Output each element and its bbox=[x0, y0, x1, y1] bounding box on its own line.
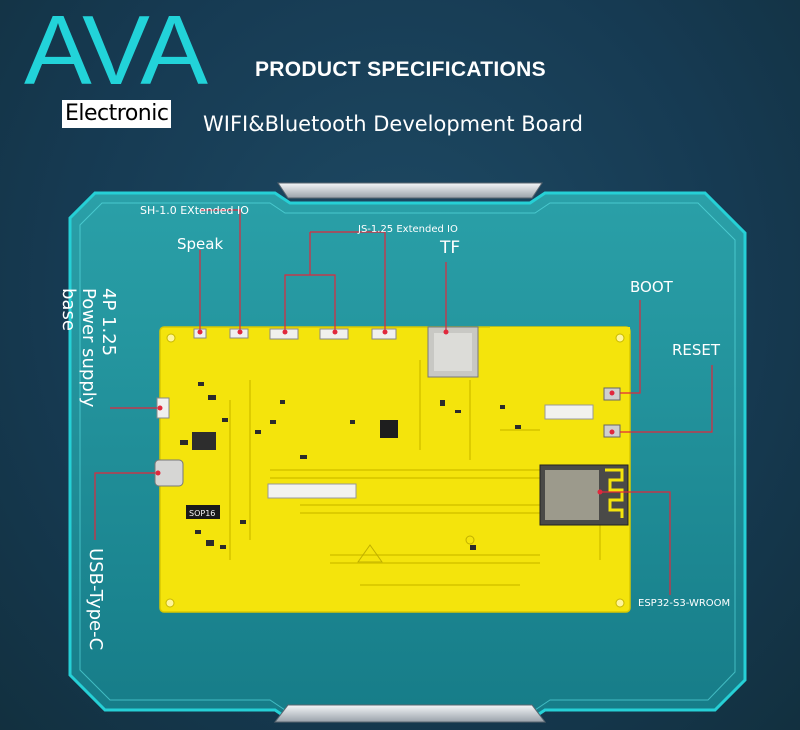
inner-frame-line bbox=[79, 202, 736, 711]
speak-label: Speak bbox=[177, 235, 224, 253]
sop16-chip bbox=[186, 505, 220, 519]
pointer-lines bbox=[94, 209, 713, 595]
power-label: 4P 1.25 Power supply base bbox=[58, 288, 119, 408]
reset-label: RESET bbox=[672, 341, 721, 359]
fpc-connector bbox=[267, 483, 357, 499]
page-subtitle: WIFI&Bluetooth Development Board bbox=[203, 112, 583, 136]
smd-components bbox=[180, 382, 521, 550]
bottom-bar bbox=[273, 704, 547, 723]
pcb-traces bbox=[229, 360, 601, 586]
tf-label: TF bbox=[440, 238, 461, 258]
antenna bbox=[605, 468, 624, 518]
js-io-label: JS-1.25 Extended IO bbox=[358, 224, 458, 235]
brand-subtitle: Electronic bbox=[62, 100, 172, 128]
smd-ic bbox=[192, 432, 216, 450]
ava-logo: AVA bbox=[24, 4, 210, 94]
module-label: ESP32-S3-WROOM bbox=[638, 598, 731, 609]
ic-chip bbox=[380, 420, 398, 438]
logo-text: AVA bbox=[24, 4, 209, 94]
top-bar bbox=[277, 182, 543, 199]
usb-label: USB-Type-C bbox=[85, 548, 106, 651]
fpc-connector-2 bbox=[544, 404, 594, 420]
boot-label: BOOT bbox=[630, 278, 673, 296]
page-title: PRODUCT SPECIFICATIONS bbox=[255, 58, 546, 81]
sop16-label: SOP16 bbox=[189, 509, 215, 518]
sh-io-label: SH-1.0 EXtended IO bbox=[140, 204, 249, 217]
